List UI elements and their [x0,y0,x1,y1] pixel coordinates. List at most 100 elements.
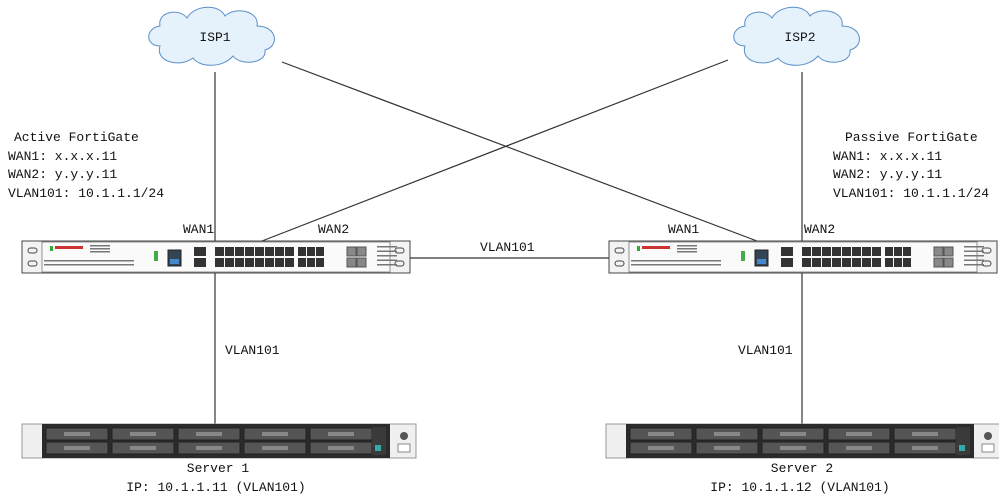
vent [631,260,721,262]
drive-handle [64,432,90,436]
port [235,247,244,256]
port [903,258,911,267]
usb-port [170,259,179,264]
status-leds [154,251,158,261]
drive-handle [846,446,872,450]
drive-handle [262,446,288,450]
vent [377,264,397,266]
port-label-wan1: WAN1 [183,222,214,237]
drive-handle [912,432,938,436]
server2-link-label: VLAN101 [738,343,793,358]
rack-ear-hole [27,260,38,267]
power-led [959,445,965,451]
rack-server-icon [21,423,417,459]
power-led [375,445,381,451]
port [885,247,893,256]
rack-ear-hole [981,260,992,267]
port [285,258,294,267]
port [832,258,841,267]
port [842,247,851,256]
logo-mark [50,246,53,251]
firewall-wan1: WAN1: x.x.x.11 [8,149,117,164]
active-fortigate-info: Active FortiGate WAN1: x.x.x.11 WAN2: y.… [8,130,164,201]
port [316,247,324,256]
port [822,258,831,267]
vent [964,246,984,248]
port [255,247,264,256]
drive-handle [912,446,938,450]
rack-ear-hole [614,247,625,254]
logo-mark [637,246,640,251]
link-isp2-active [261,59,729,242]
port [265,258,274,267]
port [275,247,284,256]
cloud-label: ISP1 [199,30,230,45]
drive-handle [64,446,90,450]
port [781,258,793,267]
cloud-icon [148,6,275,66]
port [862,247,871,256]
port-label-wan2: WAN2 [804,222,835,237]
port [235,258,244,267]
drive-handle [196,446,222,450]
port [245,258,254,267]
drive-handle [648,432,674,436]
sfp-port [346,246,357,257]
vent [964,255,984,257]
port [307,247,315,256]
vent [964,264,984,266]
cloud-isp1: ISP1 [148,6,275,66]
rack-ear-hole [27,247,38,254]
firewall-wan2: WAN2: y.y.y.11 [8,167,117,182]
drive-handle [714,432,740,436]
vent [377,250,397,252]
port [275,258,284,267]
label-tag [981,443,995,453]
port [316,258,324,267]
vent [90,251,110,253]
firewall-role: Active FortiGate [14,130,139,145]
logo-mark [55,246,83,249]
drive-handle [328,432,354,436]
passive-fortigate [608,240,998,274]
port [872,247,881,256]
port [225,258,234,267]
fortigate-appliance-icon [21,240,411,274]
sfp-port [356,246,367,257]
vent [377,259,397,261]
port [885,258,893,267]
port [852,247,861,256]
drive-handle [328,446,354,450]
usb-port [757,259,766,264]
link-isp1-passive [281,61,758,242]
vent [677,248,697,250]
port [255,258,264,267]
vent [377,246,397,248]
port [802,247,811,256]
cloud-isp2: ISP2 [733,6,860,66]
port [802,258,811,267]
firewall-vlan: VLAN101: 10.1.1.1/24 [833,186,989,201]
cloud-label: ISP2 [784,30,815,45]
port [245,247,254,256]
firewall-role: Passive FortiGate [845,130,978,145]
drive-handle [780,446,806,450]
hp-logo [400,432,408,440]
server-1 [21,423,417,459]
port [265,247,274,256]
vent [377,255,397,257]
port [194,258,206,267]
port [903,247,911,256]
vent [90,248,110,250]
server-name: Server 1 [187,461,250,476]
vent [44,260,134,262]
port [894,247,902,256]
passive-fortigate-info: Passive FortiGate WAN1: x.x.x.11 WAN2: y… [833,130,989,201]
port [872,258,881,267]
firewall-wan1: WAN1: x.x.x.11 [833,149,942,164]
label-tag [397,443,411,453]
port [285,247,294,256]
port [781,247,793,256]
sfp-port [933,246,944,257]
